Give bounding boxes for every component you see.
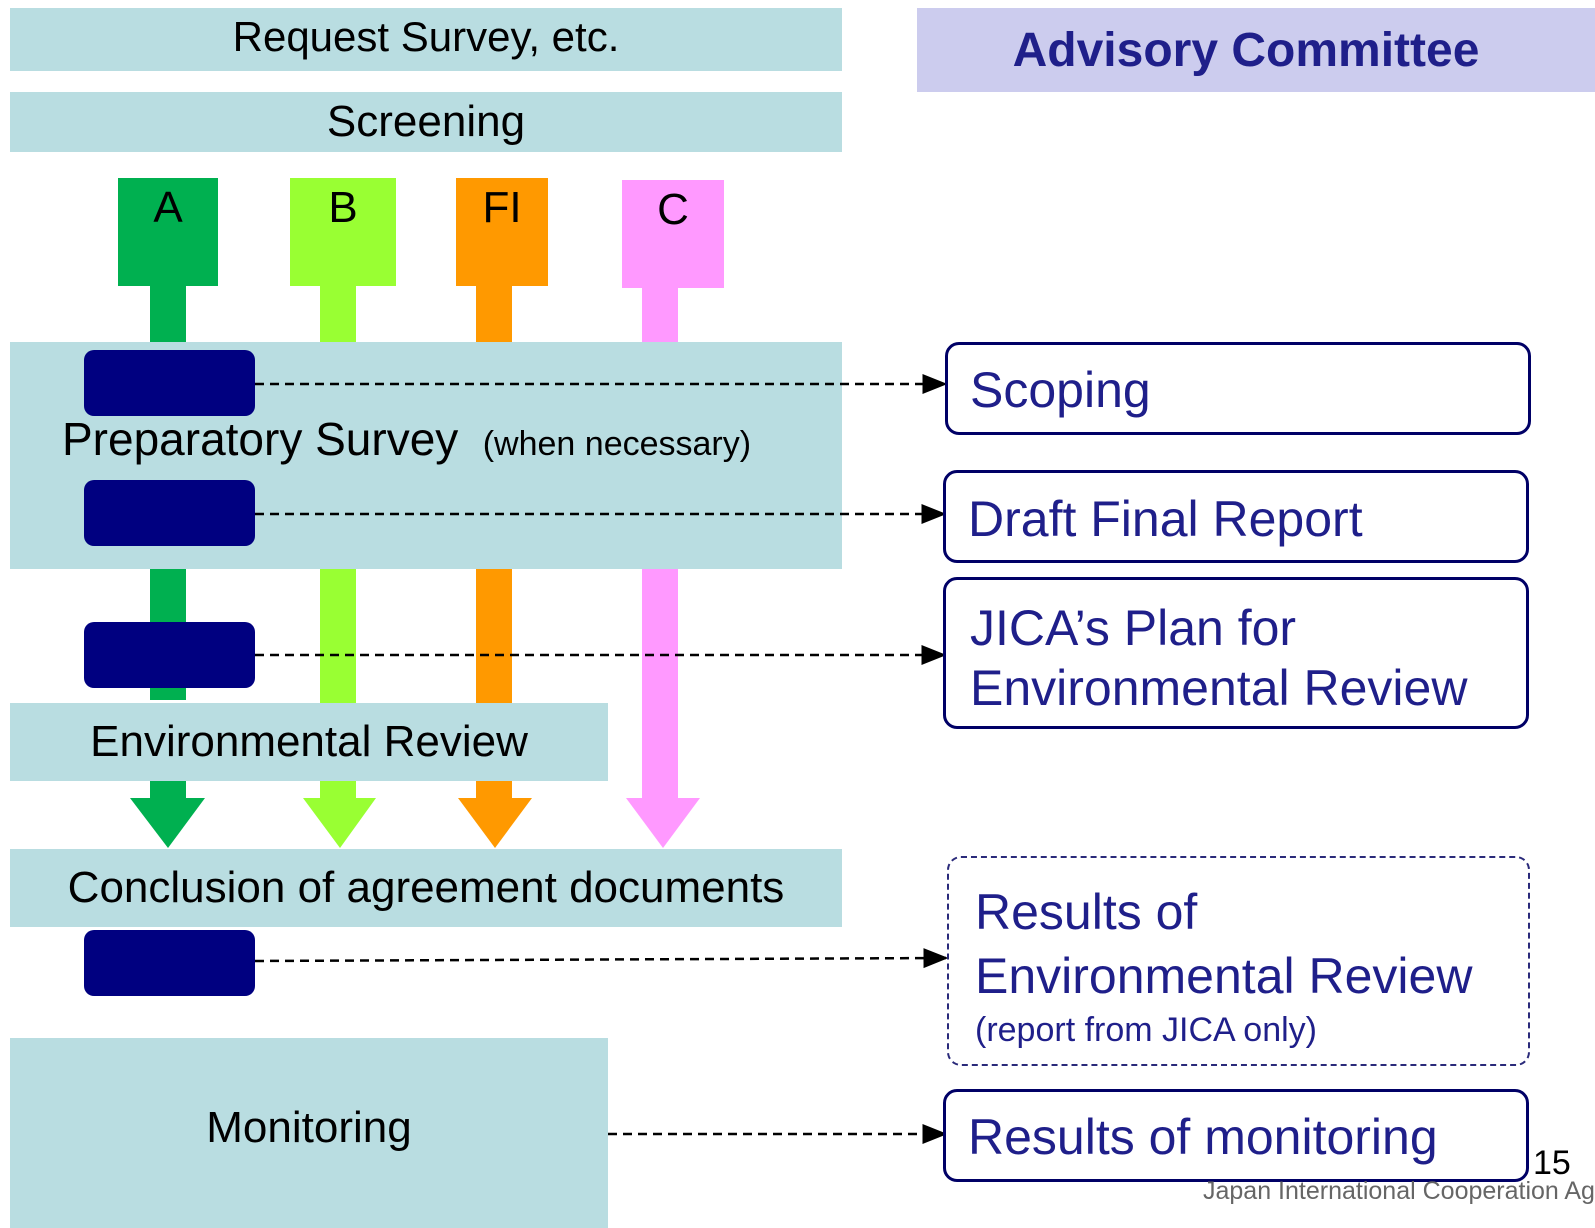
marker-draft-final	[84, 480, 255, 546]
category-fi-box: FI	[456, 178, 548, 286]
advisory-committee-title: Advisory Committee	[1012, 23, 1480, 77]
category-c-label: C	[657, 185, 689, 234]
results-review-line2: Environmental Review	[975, 948, 1473, 1004]
stem-fi-upper	[476, 280, 512, 350]
preparatory-survey-label: Preparatory Survey	[62, 413, 459, 465]
category-a-label: A	[153, 183, 183, 232]
request-survey-bar: Request Survey, etc.	[10, 8, 842, 71]
advisory-committee-header: Advisory Committee	[917, 8, 1595, 92]
draft-final-report-label: Draft Final Report	[968, 491, 1363, 547]
category-b-box: B	[290, 178, 396, 286]
stem-c-upper	[642, 280, 678, 350]
conclusion-label: Conclusion of agreement documents	[67, 863, 785, 912]
results-review-box: Results of Environmental Review (report …	[947, 856, 1530, 1066]
arrowhead-fi	[458, 798, 532, 848]
organization-footer: Japan International Cooperation Agency	[1203, 1177, 1595, 1205]
results-review-note: (report from JICA only)	[975, 1011, 1317, 1049]
jica-plan-line2: Environmental Review	[970, 660, 1468, 716]
conclusion-bar: Conclusion of agreement documents	[10, 849, 842, 927]
arrowhead-a	[130, 798, 205, 848]
marker-results-review	[84, 930, 255, 996]
stem-a-upper	[150, 280, 186, 350]
jica-plan-box: JICA’s Plan for Environmental Review	[943, 577, 1529, 729]
draft-final-report-box: Draft Final Report	[943, 470, 1529, 563]
results-monitoring-label: Results of monitoring	[968, 1109, 1438, 1165]
monitoring-block: Monitoring	[10, 1038, 608, 1228]
request-survey-label: Request Survey, etc.	[232, 12, 620, 60]
marker-jica-plan	[84, 622, 255, 688]
scoping-label: Scoping	[970, 362, 1151, 418]
category-fi-label: FI	[482, 183, 522, 232]
arrowhead-b	[303, 798, 376, 848]
connector-results-review	[254, 948, 949, 969]
screening-label: Screening	[326, 97, 526, 146]
preparatory-survey-block: Preparatory Survey (when necessary)	[10, 342, 842, 569]
preparatory-survey-note: (when necessary)	[482, 425, 752, 463]
screening-bar: Screening	[10, 92, 842, 152]
results-monitoring-box: Results of monitoring	[943, 1089, 1529, 1182]
stem-b-upper	[320, 280, 356, 350]
category-c-box: C	[622, 180, 724, 288]
jica-plan-line1: JICA’s Plan for	[970, 600, 1297, 656]
stem-c-lower	[642, 555, 678, 800]
arrowhead-c	[626, 798, 700, 848]
page-number: 15	[1533, 1144, 1571, 1182]
category-b-label: B	[328, 183, 358, 232]
results-review-line1: Results of	[975, 884, 1198, 940]
marker-scoping	[84, 350, 255, 416]
monitoring-label: Monitoring	[206, 1103, 412, 1152]
scoping-box: Scoping	[945, 342, 1531, 435]
environmental-review-bar: Environmental Review	[10, 703, 608, 781]
category-a-box: A	[118, 178, 218, 286]
environmental-review-label: Environmental Review	[90, 717, 528, 766]
